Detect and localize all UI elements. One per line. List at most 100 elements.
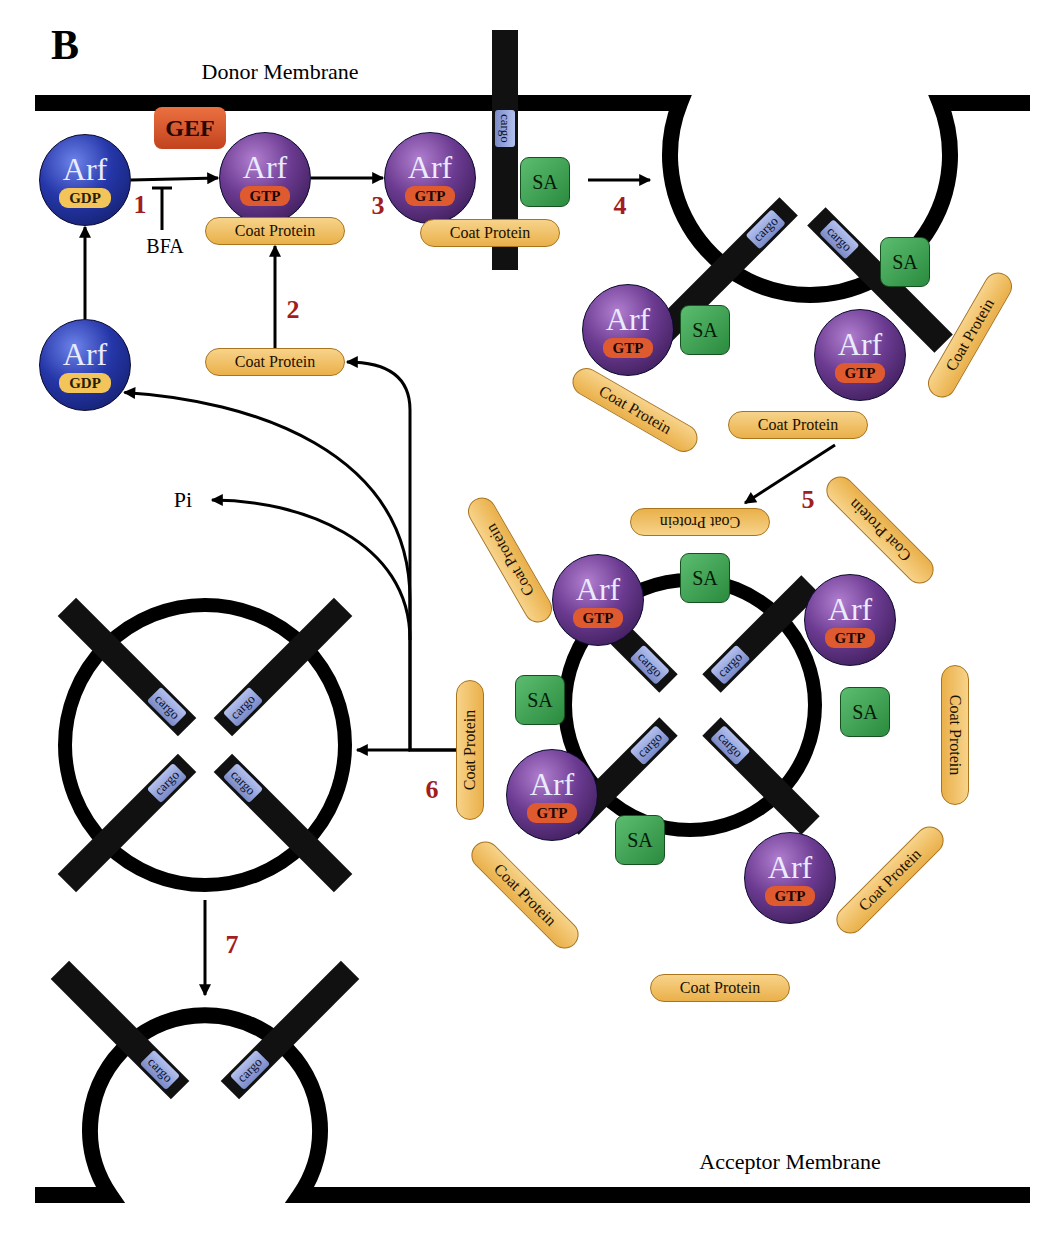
- cargo-label: cargo: [140, 1050, 180, 1090]
- cargo-label: cargo: [147, 687, 187, 727]
- protein-name: Coat Protein: [680, 979, 760, 997]
- protein-name: Arf: [576, 572, 620, 606]
- nucleotide-label: GTP: [573, 608, 624, 628]
- protein-name: SA: [692, 567, 718, 590]
- protein-name: Arf: [408, 150, 452, 184]
- protein-name: Arf: [838, 327, 882, 361]
- protein-name: Coat Protein: [596, 382, 675, 438]
- acceptor-membrane: [35, 1015, 1030, 1195]
- callout-number: 7: [226, 931, 239, 960]
- sa-box: SA: [880, 237, 930, 287]
- protein-name: SA: [892, 251, 918, 274]
- protein-name: Coat Protein: [490, 860, 560, 930]
- protein-name: SA: [852, 701, 878, 724]
- arf-protein: ArfGTP: [219, 132, 311, 224]
- sa-box: SA: [840, 687, 890, 737]
- text-label: Pi: [174, 488, 192, 512]
- arrow-connector: [131, 178, 218, 180]
- nucleotide-label: GTP: [825, 628, 876, 648]
- cargo-label: cargo: [630, 645, 670, 685]
- cargo-receptor: cargo: [214, 754, 353, 893]
- arrow-connector: [84, 227, 87, 319]
- protein-name: Arf: [828, 592, 872, 626]
- nucleotide-label: GTP: [240, 186, 291, 206]
- coat-protein-box: Coat Protein: [463, 492, 557, 627]
- arf-protein: ArfGTP: [384, 132, 476, 224]
- arrow-connector: [347, 362, 456, 750]
- arf-protein: ArfGTP: [744, 832, 836, 924]
- cargo-label: cargo: [746, 209, 786, 249]
- protein-name: Coat Protein: [235, 222, 315, 240]
- protein-name: Arf: [63, 337, 107, 371]
- cargo-receptor: cargo: [58, 598, 197, 737]
- sa-box: SA: [680, 305, 730, 355]
- coat-protein-box: Coat Protein: [420, 219, 560, 247]
- callout-number: 3: [372, 192, 385, 221]
- nucleotide-label: GTP: [603, 338, 654, 358]
- nucleotide-label: GTP: [765, 886, 816, 906]
- inhibition-bar: [152, 188, 172, 230]
- sa-box: SA: [520, 157, 570, 207]
- protein-name: SA: [692, 319, 718, 342]
- protein-name: Arf: [768, 850, 812, 884]
- arf-protein: ArfGTP: [804, 574, 896, 666]
- sa-box: SA: [680, 553, 730, 603]
- step-arrow: [204, 900, 207, 995]
- sa-box: SA: [615, 815, 665, 865]
- coat-protein-box: Coat Protein: [205, 348, 345, 376]
- cargo-label: cargo: [223, 763, 263, 803]
- callout-number: 6: [426, 776, 439, 805]
- arrow-connector: [274, 246, 277, 348]
- cargo-label: cargo: [495, 110, 515, 147]
- nucleotide-label: GTP: [527, 803, 578, 823]
- cargo-receptor: cargo: [221, 961, 360, 1100]
- protein-name: SA: [527, 689, 553, 712]
- arrow-connector: [311, 177, 383, 180]
- protein-name: SA: [532, 171, 558, 194]
- cargo-label: cargo: [710, 725, 750, 765]
- protein-name: Coat Protein: [482, 521, 538, 600]
- text-label: BFA: [146, 235, 183, 257]
- callout-number: 1: [134, 191, 147, 220]
- cargo-label: cargo: [819, 219, 859, 259]
- protein-name: Arf: [63, 152, 107, 186]
- nucleotide-label: GTP: [835, 363, 886, 383]
- coat-protein-box: Coat Protein: [205, 217, 345, 245]
- protein-name: GEF: [165, 115, 214, 142]
- cargo-label: cargo: [223, 687, 263, 727]
- coat-protein-box: Coat Protein: [941, 665, 969, 805]
- coat-protein-box: Coat Protein: [821, 471, 940, 590]
- coat-protein-box: Coat Protein: [456, 680, 484, 820]
- protein-name: Coat Protein: [450, 224, 530, 242]
- cargo-label: cargo: [630, 725, 670, 765]
- cargo-label: cargo: [710, 645, 750, 685]
- arf-protein: ArfGTP: [506, 749, 598, 841]
- callout-number: 5: [802, 486, 815, 515]
- protein-name: SA: [627, 829, 653, 852]
- protein-name: Coat Protein: [845, 495, 915, 565]
- cargo-receptor: cargo: [214, 598, 353, 737]
- arf-protein: ArfGTP: [814, 309, 906, 401]
- protein-name: Coat Protein: [461, 710, 479, 790]
- callout-number: 2: [287, 296, 300, 325]
- protein-name: Coat Protein: [660, 513, 740, 531]
- nucleotide-label: GDP: [59, 188, 111, 208]
- protein-name: Coat Protein: [235, 353, 315, 371]
- step-arrow: [357, 749, 410, 752]
- coat-protein-box: Coat Protein: [650, 974, 790, 1002]
- arf-protein: ArfGTP: [582, 284, 674, 376]
- arf-protein: ArfGTP: [552, 554, 644, 646]
- protein-name: Arf: [606, 302, 650, 336]
- step-arrow: [745, 445, 835, 503]
- arf-protein: ArfGDP: [39, 319, 131, 411]
- nucleotide-label: GTP: [405, 186, 456, 206]
- cargo-label: cargo: [147, 763, 187, 803]
- cargo-receptor: cargo: [702, 717, 819, 834]
- protein-name: Coat Protein: [946, 695, 964, 775]
- gef-box: GEF: [154, 107, 226, 149]
- sa-box: SA: [515, 675, 565, 725]
- cargo-receptor: cargo: [58, 754, 197, 893]
- arf-protein: ArfGDP: [39, 134, 131, 226]
